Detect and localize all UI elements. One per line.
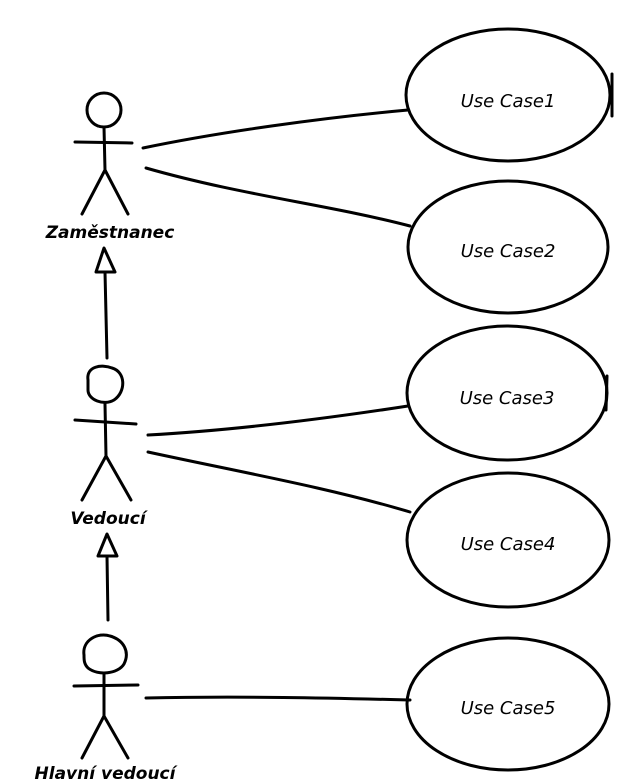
- actor-body: [102, 125, 107, 172]
- actor-head: [86, 364, 125, 404]
- actor-hlavni-vedouci: Hlavní vedoucí: [35, 633, 178, 784]
- use-case-ellipse: [405, 471, 611, 609]
- actor-vedouci: Vedoucí: [70, 364, 148, 529]
- generalization-arrowhead: [96, 532, 119, 558]
- use-case-label: Use Case2: [461, 241, 556, 262]
- generalization-vedouci-to-zamestnanec: [94, 246, 117, 360]
- actor-label-vedouci: Vedoucí: [70, 509, 147, 529]
- actor-zamestnanec: Zaměstnanec: [45, 91, 175, 243]
- actor-arms: [72, 683, 140, 688]
- use-case-label: Use Case3: [460, 388, 555, 409]
- use-case-3: Use Case3: [405, 324, 609, 462]
- use-case-ellipse: [406, 179, 610, 315]
- actor-body: [103, 402, 108, 458]
- actor-label-zamestnanec: Zaměstnanec: [45, 223, 175, 243]
- actor-legs: [80, 168, 130, 216]
- use-case-label: Use Case4: [461, 534, 556, 555]
- use-case-label: Use Case5: [461, 698, 556, 719]
- generalization-arrowhead: [94, 246, 117, 274]
- association-vedouci-uc4: [146, 450, 412, 514]
- use-case-4: Use Case4: [405, 471, 611, 609]
- generalization-hlavni-to-vedouci: [96, 532, 119, 622]
- use-case-1: Use Case1: [404, 27, 614, 163]
- actor-legs: [80, 454, 133, 502]
- actor-head: [85, 91, 123, 129]
- actor-arms: [73, 418, 138, 426]
- actor-arms: [73, 140, 134, 145]
- use-case-2: Use Case2: [406, 179, 610, 315]
- use-case-ellipse: [405, 636, 611, 772]
- generalization-line: [105, 554, 110, 622]
- actor-legs: [80, 714, 130, 760]
- association-zamestnanec-uc2: [144, 166, 412, 228]
- use-case-ellipse: [404, 27, 612, 163]
- use-case-label: Use Case1: [461, 91, 556, 112]
- actor-label-hlavni: Hlavní vedoucí: [35, 764, 178, 784]
- generalization-line: [103, 270, 109, 360]
- use-case-overdraw: [604, 374, 609, 412]
- association-hlavni-uc5: [144, 695, 412, 702]
- actor-head: [82, 633, 128, 675]
- association-zamestnanec-uc1: [141, 108, 410, 150]
- use-case-5: Use Case5: [405, 636, 611, 772]
- association-vedouci-uc3: [146, 404, 410, 437]
